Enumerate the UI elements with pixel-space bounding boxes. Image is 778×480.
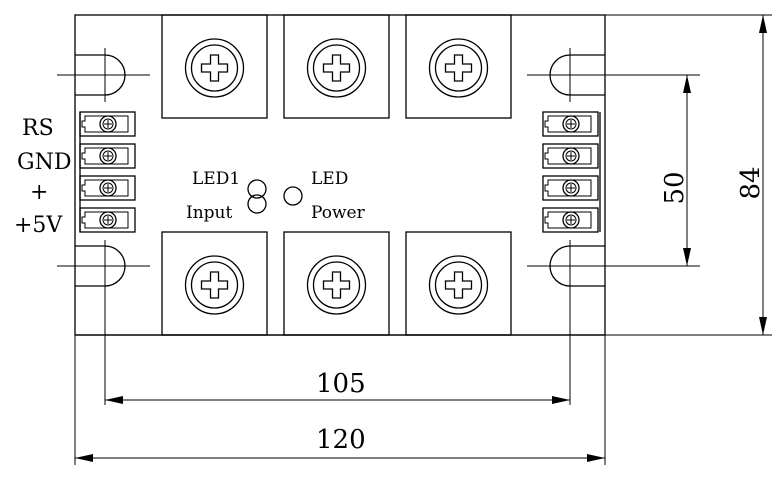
dimension-105-label: 105: [316, 369, 366, 399]
led-power-icon: [283, 186, 303, 206]
dimension-84-label: 84: [736, 166, 766, 199]
screw-washer: [184, 255, 245, 315]
label-led: LED: [311, 169, 348, 189]
power-terminals: [161, 14, 512, 336]
terminal-block: [161, 14, 268, 119]
screw-washer: [428, 255, 489, 315]
screw-head-icon: [434, 44, 483, 92]
signal-terminal-right-1: [542, 111, 599, 137]
power-terminal-5: [283, 231, 390, 336]
terminal-block: [405, 14, 512, 119]
signal-terminals: [79, 111, 599, 233]
terminal-block: [283, 231, 390, 336]
dimension-120-label: 120: [316, 425, 366, 455]
dimension-120: 120: [74, 335, 606, 465]
cross-slot-icon: [444, 54, 473, 82]
cross-slot-icon: [200, 271, 229, 299]
small-screw-icon: [99, 179, 117, 197]
signal-terminal-left-4: [79, 207, 136, 233]
dimension-105: 105: [105, 369, 570, 404]
label-gnd: GND: [17, 150, 71, 175]
cross-slot-icon: [200, 54, 229, 82]
small-screw-icon: [562, 147, 580, 165]
terminal-block: [405, 231, 512, 336]
terminal-frame: [542, 111, 599, 137]
signal-terminal-left-1: [79, 111, 136, 137]
signal-terminal-left-2: [79, 143, 136, 169]
mounting-slots: [57, 48, 700, 405]
label-5v: +5V: [14, 213, 63, 238]
signal-terminal-right-3: [542, 175, 599, 201]
label-power: Power: [311, 203, 366, 223]
dimension-50: 50: [660, 75, 691, 266]
screw-head-icon: [434, 261, 483, 309]
power-terminal-4: [161, 231, 268, 336]
signal-terminal-left-3: [79, 175, 136, 201]
screw-head-icon: [312, 261, 361, 309]
screw-head-icon: [190, 44, 239, 92]
cross-slot-icon: [444, 271, 473, 299]
label-input: Input: [186, 203, 232, 223]
dimension-84: 84: [605, 14, 772, 336]
power-terminal-3: [405, 14, 512, 119]
terminal-frame: [542, 207, 599, 233]
screw-head-icon: [312, 44, 361, 92]
terminal-block: [161, 231, 268, 336]
signal-terminal-right-2: [542, 143, 599, 169]
terminal-frame: [542, 175, 599, 201]
screw-washer: [306, 38, 367, 98]
dimension-50-label: 50: [660, 171, 690, 204]
signal-terminal-right-4: [542, 207, 599, 233]
small-screw-icon: [99, 147, 117, 165]
led-indicators: [247, 179, 303, 214]
small-screw-icon: [562, 115, 580, 133]
power-terminal-2: [283, 14, 390, 119]
led1-input-icon: [247, 179, 267, 199]
screw-washer: [428, 38, 489, 98]
screw-washer: [306, 255, 367, 315]
label-plus: +: [30, 180, 48, 205]
label-led1: LED1: [192, 169, 240, 189]
screw-washer: [184, 38, 245, 98]
small-screw-icon: [562, 211, 580, 229]
cross-slot-icon: [322, 54, 351, 82]
terminal-block: [283, 14, 390, 119]
small-screw-icon: [562, 179, 580, 197]
terminal-frame: [542, 143, 599, 169]
label-rs: RS: [22, 116, 54, 141]
small-screw-icon: [99, 211, 117, 229]
power-terminal-1: [161, 14, 268, 119]
small-screw-icon: [99, 115, 117, 133]
screw-head-icon: [190, 261, 239, 309]
power-terminal-6: [405, 231, 512, 336]
cross-slot-icon: [322, 271, 351, 299]
